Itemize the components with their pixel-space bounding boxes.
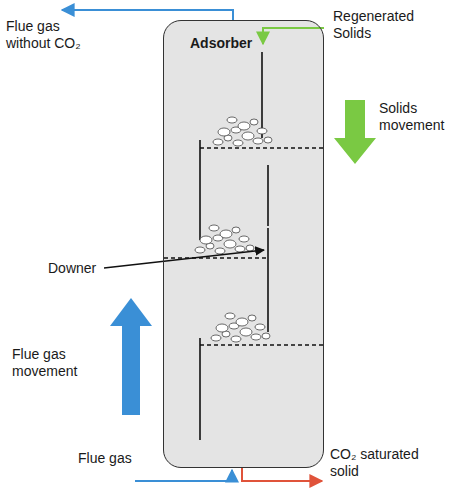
bubble (225, 313, 235, 319)
bubble (211, 335, 221, 341)
bubble (216, 324, 228, 332)
bubble (195, 247, 205, 253)
downer-wall (199, 338, 201, 440)
bubble (233, 140, 243, 146)
gas-outlet-line (62, 10, 233, 20)
stream-label: Flue gas without CO₂ (6, 18, 94, 52)
bubble (251, 334, 261, 340)
downer-wall (267, 228, 269, 332)
part-label: Downer (48, 260, 96, 277)
bubble (215, 248, 225, 254)
stream-label: Regenerated Solids (333, 8, 443, 42)
solids-inlet-line (263, 28, 324, 44)
bubble (213, 139, 223, 145)
bubble (262, 333, 270, 339)
solids-movement-arrow (334, 100, 376, 164)
bubbles (195, 117, 272, 342)
stream-label: Flue gas (78, 450, 132, 467)
adsorber-vessel: Adsorber (163, 20, 324, 468)
downer-wall (267, 165, 269, 226)
bubble (242, 132, 254, 140)
bubble (257, 128, 267, 134)
tray (164, 257, 268, 259)
downer-wall (199, 140, 201, 240)
flow-label: Solids movement (379, 100, 447, 134)
bubble (239, 236, 249, 242)
bubble (227, 117, 237, 123)
bubble (255, 324, 265, 330)
downer-wall (261, 52, 263, 138)
leader-line (104, 250, 264, 268)
bubble (240, 328, 252, 336)
bubble (238, 122, 250, 130)
bubble (248, 315, 256, 321)
bubble (235, 246, 245, 252)
vessel-title: Adsorber (190, 35, 252, 51)
bubble (236, 318, 248, 326)
bubble (218, 128, 230, 136)
bubble (224, 240, 236, 248)
bubble (250, 119, 258, 125)
gas-movement-arrow (110, 298, 152, 415)
solids-outlet-line (242, 468, 322, 481)
stream-label: CO₂ saturated solid (330, 446, 442, 480)
tray (200, 147, 324, 149)
vessel-fill (163, 20, 324, 468)
bubble (220, 230, 232, 238)
bubble (264, 137, 272, 143)
flow-label: Flue gas movement (12, 346, 104, 380)
gas-inlet-line (135, 470, 232, 481)
bubble (232, 227, 240, 233)
bubble (209, 225, 219, 231)
bubble (246, 245, 254, 251)
bubble (253, 138, 263, 144)
bubble (200, 236, 212, 244)
bubble (231, 336, 241, 342)
tray (200, 344, 324, 346)
